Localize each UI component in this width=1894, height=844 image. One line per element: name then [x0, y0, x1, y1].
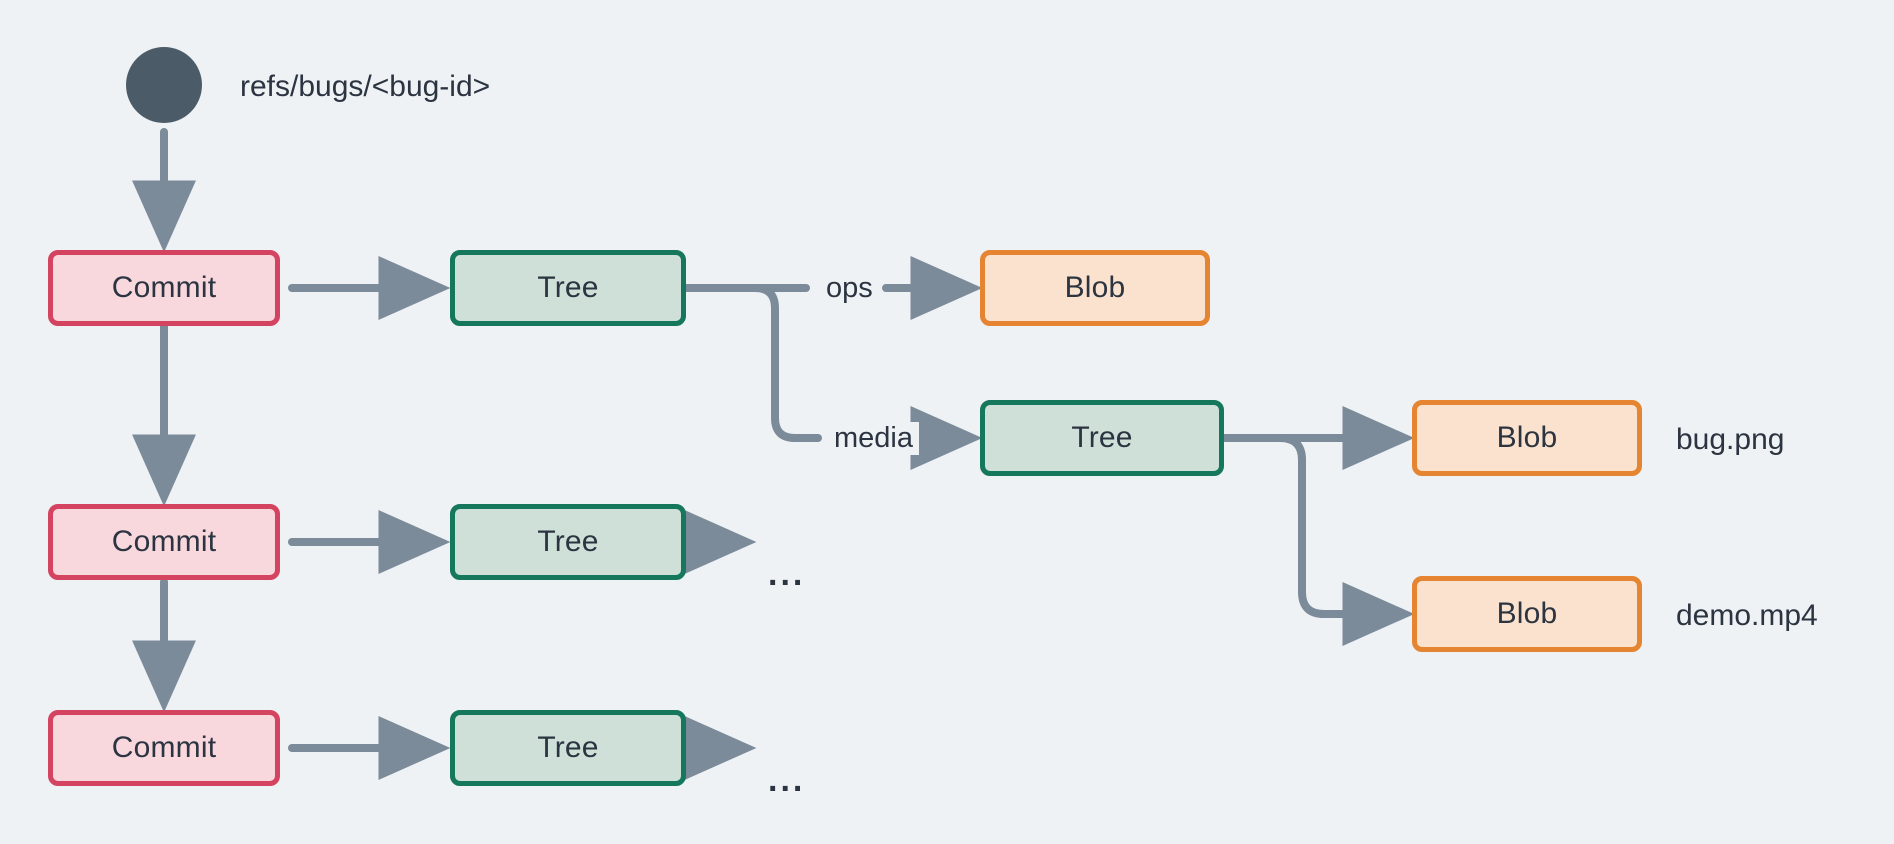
- node-commit-2[interactable]: Commit: [48, 504, 280, 580]
- node-tree-1-label: Tree: [537, 271, 599, 304]
- node-blob-ops-label: Blob: [1064, 271, 1126, 304]
- node-tree-1[interactable]: Tree: [450, 250, 686, 326]
- node-blob-demo-label: Blob: [1496, 597, 1558, 630]
- file-label-demo-mp4: demo.mp4: [1676, 599, 1818, 632]
- node-tree-2-label: Tree: [537, 525, 599, 558]
- ellipsis-tree-2: ...: [768, 555, 806, 593]
- node-tree-media-label: Tree: [1071, 421, 1133, 454]
- node-commit-1[interactable]: Commit: [48, 250, 280, 326]
- node-blob-ops[interactable]: Blob: [980, 250, 1210, 326]
- node-tree-2[interactable]: Tree: [450, 504, 686, 580]
- node-blob-bug[interactable]: Blob: [1412, 400, 1642, 476]
- ellipsis-tree-3: ...: [768, 761, 806, 799]
- node-commit-2-label: Commit: [111, 525, 217, 558]
- edge-label-ops: ops: [820, 272, 879, 305]
- node-blob-demo[interactable]: Blob: [1412, 576, 1642, 652]
- node-commit-3-label: Commit: [111, 731, 217, 764]
- ref-root-label: refs/bugs/<bug-id>: [240, 70, 491, 103]
- file-label-bug-png: bug.png: [1676, 423, 1785, 456]
- node-commit-3[interactable]: Commit: [48, 710, 280, 786]
- node-blob-bug-label: Blob: [1496, 421, 1558, 454]
- ref-root-node[interactable]: [126, 47, 202, 123]
- node-tree-3-label: Tree: [537, 731, 599, 764]
- node-commit-1-label: Commit: [111, 271, 217, 304]
- node-tree-3[interactable]: Tree: [450, 710, 686, 786]
- edge-treemedia-to-blobdemo: [1220, 434, 1415, 646]
- node-tree-media[interactable]: Tree: [980, 400, 1224, 476]
- edge-label-media: media: [828, 422, 919, 455]
- edge-tree1-to-media: [682, 284, 822, 442]
